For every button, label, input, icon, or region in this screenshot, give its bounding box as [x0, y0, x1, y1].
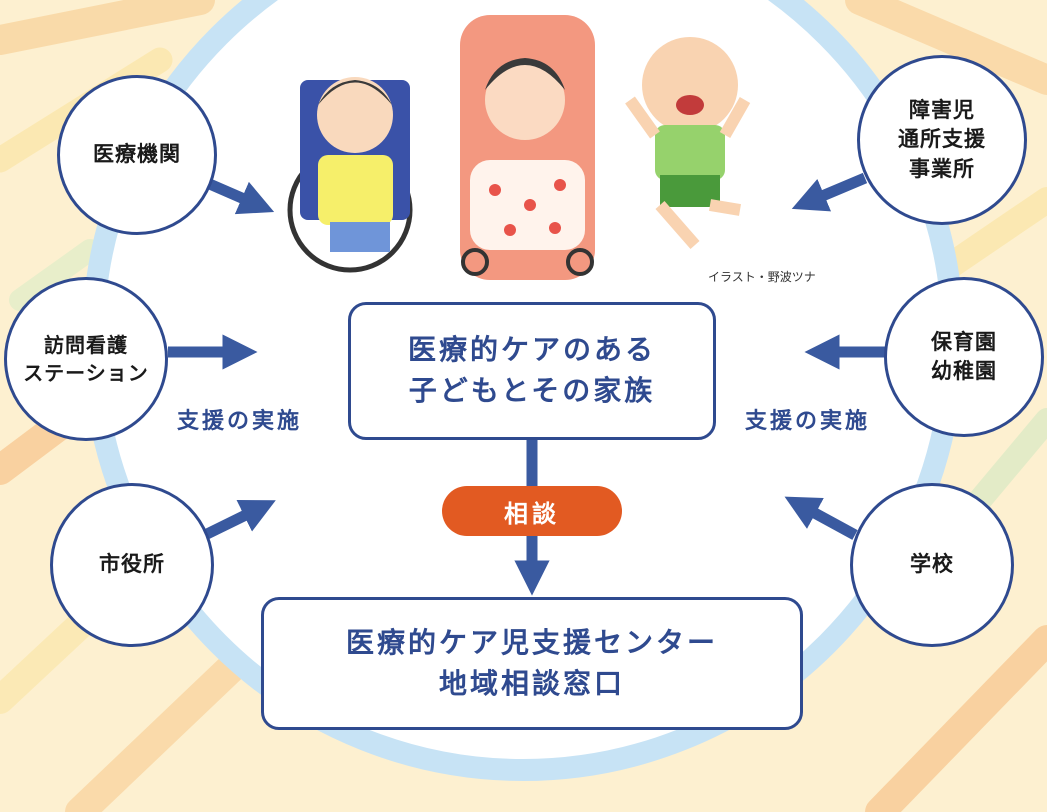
- node-label: 訪問看護 ステーション: [23, 333, 149, 385]
- node-school: 学校: [850, 483, 1014, 647]
- node-label: 保育園 幼稚園: [931, 329, 997, 383]
- node-label: 障害児 通所支援 事業所: [898, 97, 986, 181]
- consult-badge: 相談: [442, 486, 622, 536]
- node-disability-support-center: 障害児 通所支援 事業所: [857, 55, 1027, 225]
- node-label: 学校: [910, 552, 954, 577]
- family-box-label: 医療的ケアのある 子どもとその家族: [407, 333, 656, 407]
- node-home-nursing: 訪問看護 ステーション: [4, 277, 168, 441]
- node-nursery-kindergarten: 保育園 幼稚園: [884, 277, 1044, 437]
- support-center-label: 医療的ケア児支援センター 地域相談窓口: [345, 625, 718, 700]
- node-city-hall: 市役所: [50, 483, 214, 647]
- support-label-right: 支援の実施: [745, 409, 871, 434]
- children-illustration: [287, 15, 751, 280]
- node-label: 市役所: [99, 552, 165, 577]
- family-box: 医療的ケアのある 子どもとその家族: [348, 302, 716, 440]
- node-label: 医療機関: [93, 142, 181, 167]
- support-center-box: 医療的ケア児支援センター 地域相談窓口: [261, 597, 803, 730]
- support-label-left: 支援の実施: [177, 409, 303, 434]
- node-medical-institution: 医療機関: [57, 75, 217, 235]
- illustration-credit: イラスト・野波ツナ: [708, 270, 816, 284]
